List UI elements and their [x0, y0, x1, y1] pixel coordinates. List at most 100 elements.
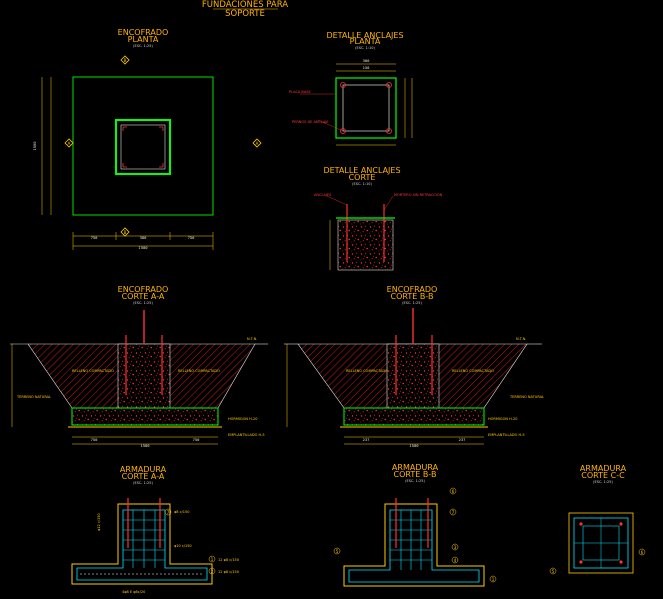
view-armadura-aa: ARMADURA CORTE A-A (ESC. 1:25) 12 φ8 c/1…	[71, 465, 239, 594]
label-hormigon: HORMIGON H-20	[488, 417, 517, 421]
label-relleno: RELLENO COMPACTADO	[72, 369, 114, 373]
view-detalle-corte: DETALLE ANCLAJES CORTE (ESC. 1:10) ANCLA…	[314, 166, 443, 271]
label-anclaje: ANCLAJES	[314, 193, 332, 197]
rebar-concrete-outline	[568, 512, 634, 574]
view-subtitle: CORTE B-B	[391, 292, 434, 301]
dim-aa-right: 750	[193, 437, 201, 442]
view-scale: (ESC. 1:25)	[593, 480, 613, 484]
column-outline	[115, 119, 171, 175]
view-title: ENCOFRADO	[387, 285, 438, 294]
view-subtitle: CORTE	[349, 173, 376, 182]
dim-plan-right: 750	[188, 235, 196, 240]
view-title: ARMADURA	[392, 463, 439, 472]
view-title: DETALLE ANCLAJES	[323, 166, 400, 175]
dim-aa-total: 1500	[140, 443, 150, 448]
view-subtitle: CORTE A-A	[122, 472, 165, 481]
rebar-concrete-outline	[343, 503, 485, 587]
svg-text:B: B	[124, 58, 127, 63]
svg-text:1: 1	[211, 557, 214, 562]
view-detalle-planta: DETALLE ANCLAJES PLANTA (ESC. 1:10) 300 …	[289, 31, 413, 146]
svg-text:3: 3	[454, 545, 457, 550]
section-mark-b-top	[120, 55, 130, 65]
view-subtitle: PLANTA	[350, 37, 381, 46]
label-terreno: TERRENO NATURAL	[509, 395, 544, 399]
label-pernos: PERNOS DE ANCLAJE	[292, 120, 329, 124]
svg-text:B: B	[124, 230, 127, 235]
section-mark-a-right	[252, 138, 262, 148]
dim-plan-overall: 1500	[138, 245, 148, 250]
concrete-detail	[337, 219, 394, 271]
svg-text:1: 1	[492, 577, 495, 582]
anchor-bolt	[386, 128, 392, 134]
rebar-note-2: 12 φ8 c/150	[218, 570, 239, 574]
anchor-marks	[122, 126, 164, 168]
section-mark-b-bottom	[120, 227, 130, 237]
view-scale: (ESC. 1:25)	[405, 479, 425, 483]
rebar-bubble	[489, 575, 497, 583]
view-subtitle: CORTE C-C	[581, 471, 625, 480]
pedestal-concrete	[117, 343, 171, 409]
rebar-note-1: 12 φ8 c/150	[218, 558, 239, 562]
footing-outline	[72, 76, 214, 216]
base-plate	[335, 77, 397, 139]
view-title: DETALLE ANCLAJES	[326, 31, 403, 40]
label-emplantillado: EMPLANTILLADO H-5	[228, 433, 265, 437]
rebar-dot	[579, 522, 583, 526]
view-title: ARMADURA	[120, 465, 167, 474]
svg-text:7: 7	[167, 510, 170, 515]
rebar-note-4: φ10 c/150	[174, 544, 192, 548]
view-subtitle: CORTE B-B	[394, 470, 437, 479]
view-scale: (ESC. 1:25)	[133, 481, 153, 485]
label-placa: PLACA BASE	[289, 90, 311, 94]
anchor-bolt	[340, 82, 346, 88]
rebar-bubble	[449, 508, 457, 516]
view-scale: (ESC. 1:10)	[355, 46, 375, 50]
view-armadura-cc: ARMADURA CORTE C-C (ESC. 1:25) 5 6	[549, 464, 646, 575]
dim-anchor-inner: 150	[363, 65, 371, 70]
view-subtitle: PLANTA	[128, 35, 159, 44]
drawing-title-line1: FUNDACIONES PARA	[202, 0, 288, 10]
svg-text:6: 6	[452, 489, 455, 494]
dim-anchor-width: 300	[363, 58, 371, 63]
rebar-note-3: φ8 c/150	[174, 510, 189, 514]
rebar-bubble	[451, 543, 459, 551]
rebar-dot	[619, 560, 623, 564]
rebar-cage	[76, 509, 208, 581]
anchor-bolt	[386, 82, 392, 88]
dim-plan-mid: 300	[140, 235, 148, 240]
svg-text:7: 7	[452, 510, 455, 515]
rebar-concrete-outline	[71, 503, 213, 585]
dim-bb-right: 237	[459, 437, 466, 442]
view-subtitle: CORTE A-A	[122, 292, 165, 301]
svg-text:5: 5	[336, 549, 339, 554]
rebar-bubble	[549, 567, 557, 575]
label-relleno: RELLENO COMPACTADO	[178, 369, 220, 373]
rebar-bubble	[208, 567, 216, 575]
label-hormigon: HORMIGON H-20	[228, 417, 257, 421]
plate-inner	[342, 84, 390, 132]
label-mortero: MORTERO SIN RETRACCION	[394, 193, 443, 197]
svg-text:A: A	[256, 141, 259, 146]
view-encofrado-aa: ENCOFRADO CORTE A-A (ESC. 1:25) N.T.N. R…	[10, 285, 268, 448]
level-label: N.T.N.	[247, 337, 257, 341]
label-relleno: RELLENO COMPACTADO	[452, 369, 494, 373]
view-scale: (ESC. 1:25)	[402, 301, 422, 305]
dim-plan-left: 750	[91, 235, 99, 240]
view-scale: (ESC. 1:25)	[133, 44, 153, 48]
dim-bb-left: 237	[363, 437, 370, 442]
view-scale: (ESC. 1:10)	[352, 182, 372, 186]
rebar-dot	[619, 522, 623, 526]
level-label: N.T.N.	[516, 337, 526, 341]
svg-text:4: 4	[454, 558, 457, 563]
rebar-note-6: 4φ8 E φ8c/20	[122, 590, 145, 594]
footing-slab	[343, 407, 485, 426]
rebar-bubble	[333, 547, 341, 555]
rebar-bubble	[164, 508, 172, 516]
column-inner	[120, 124, 166, 170]
label-emplantillado: EMPLANTILLADO H-5	[488, 433, 525, 437]
rebar-note-5: φ12 c/150	[97, 513, 101, 531]
view-title: ENCOFRADO	[118, 28, 169, 37]
view-encofrado-bb: ENCOFRADO CORTE B-B (ESC. 1:25) N.T.N. R…	[284, 285, 544, 448]
pedestal-concrete	[386, 343, 440, 409]
